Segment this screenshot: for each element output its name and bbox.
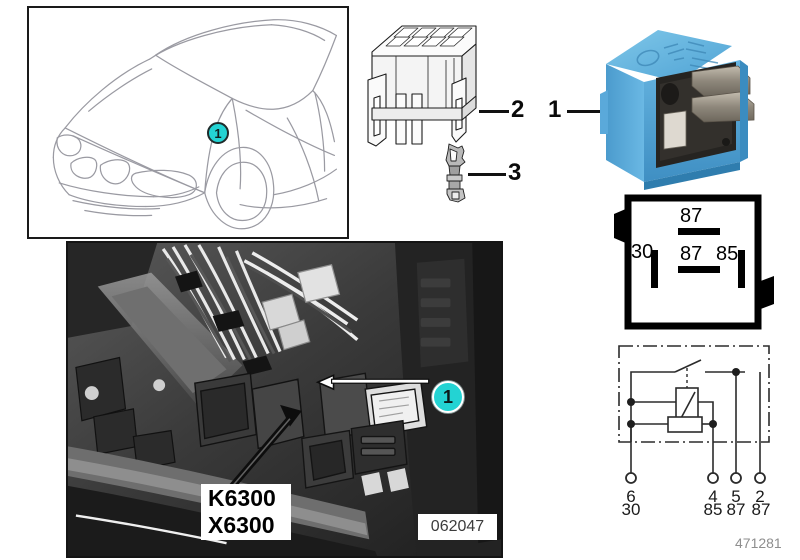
relay-circuit-schematic: 6 4 5 2 — [605, 336, 800, 516]
component-designation-line1: K6300 — [208, 485, 276, 511]
component-designation-label: K6300 X6300 — [201, 484, 291, 540]
connector-housing-drawing — [366, 16, 498, 151]
schematic-terminal-87-a: 87 — [727, 500, 746, 519]
component-designation-line2: X6300 — [208, 512, 275, 538]
callout-badge-vehicle: 1 — [207, 122, 229, 144]
schematic-pin-number-5: 5 — [731, 487, 740, 506]
index-number-1: 1 — [548, 96, 562, 123]
resistor — [667, 416, 703, 433]
leader-line-2 — [479, 110, 509, 113]
pin-label-87-top: 87 — [680, 205, 702, 227]
callout-badge-photo: 1 — [432, 381, 464, 413]
document-number: 471281 — [735, 535, 782, 551]
vehicle-outline-drawing — [52, 19, 338, 230]
index-number-3: 3 — [508, 159, 522, 186]
terminal-pin-drawing — [436, 142, 476, 204]
terminal-bar-30 — [651, 250, 658, 288]
schematic-pin-number-6: 6 — [626, 487, 635, 506]
photo-arrow-horizontal — [315, 374, 430, 391]
schematic-pin-number-2: 2 — [755, 487, 764, 506]
terminal-bar-87-top — [678, 228, 720, 235]
schematic-terminal-row: 30 85 87 87 — [605, 497, 800, 521]
terminal-bar-87-mid — [678, 266, 720, 273]
schematic-pin-number-4: 4 — [708, 487, 717, 506]
schematic-boundary — [618, 345, 770, 443]
photo-id-label: 062047 — [418, 514, 497, 540]
vehicle-location-panel — [27, 6, 349, 239]
terminal-bar-85 — [738, 250, 745, 288]
leader-line-3 — [468, 173, 506, 176]
pin-label-85: 85 — [716, 243, 738, 265]
pin-label-87-mid: 87 — [680, 243, 702, 265]
relay-photograph — [600, 22, 776, 190]
schematic-terminal-87-b: 87 — [752, 500, 771, 519]
index-number-2: 2 — [511, 96, 525, 123]
leader-line-1 — [567, 110, 600, 113]
relay-terminal-layout-diagram: 87 30 87 85 — [600, 190, 800, 330]
pin-label-30: 30 — [631, 241, 653, 263]
schematic-terminal-30: 30 — [622, 500, 641, 519]
schematic-terminal-85: 85 — [704, 500, 723, 519]
